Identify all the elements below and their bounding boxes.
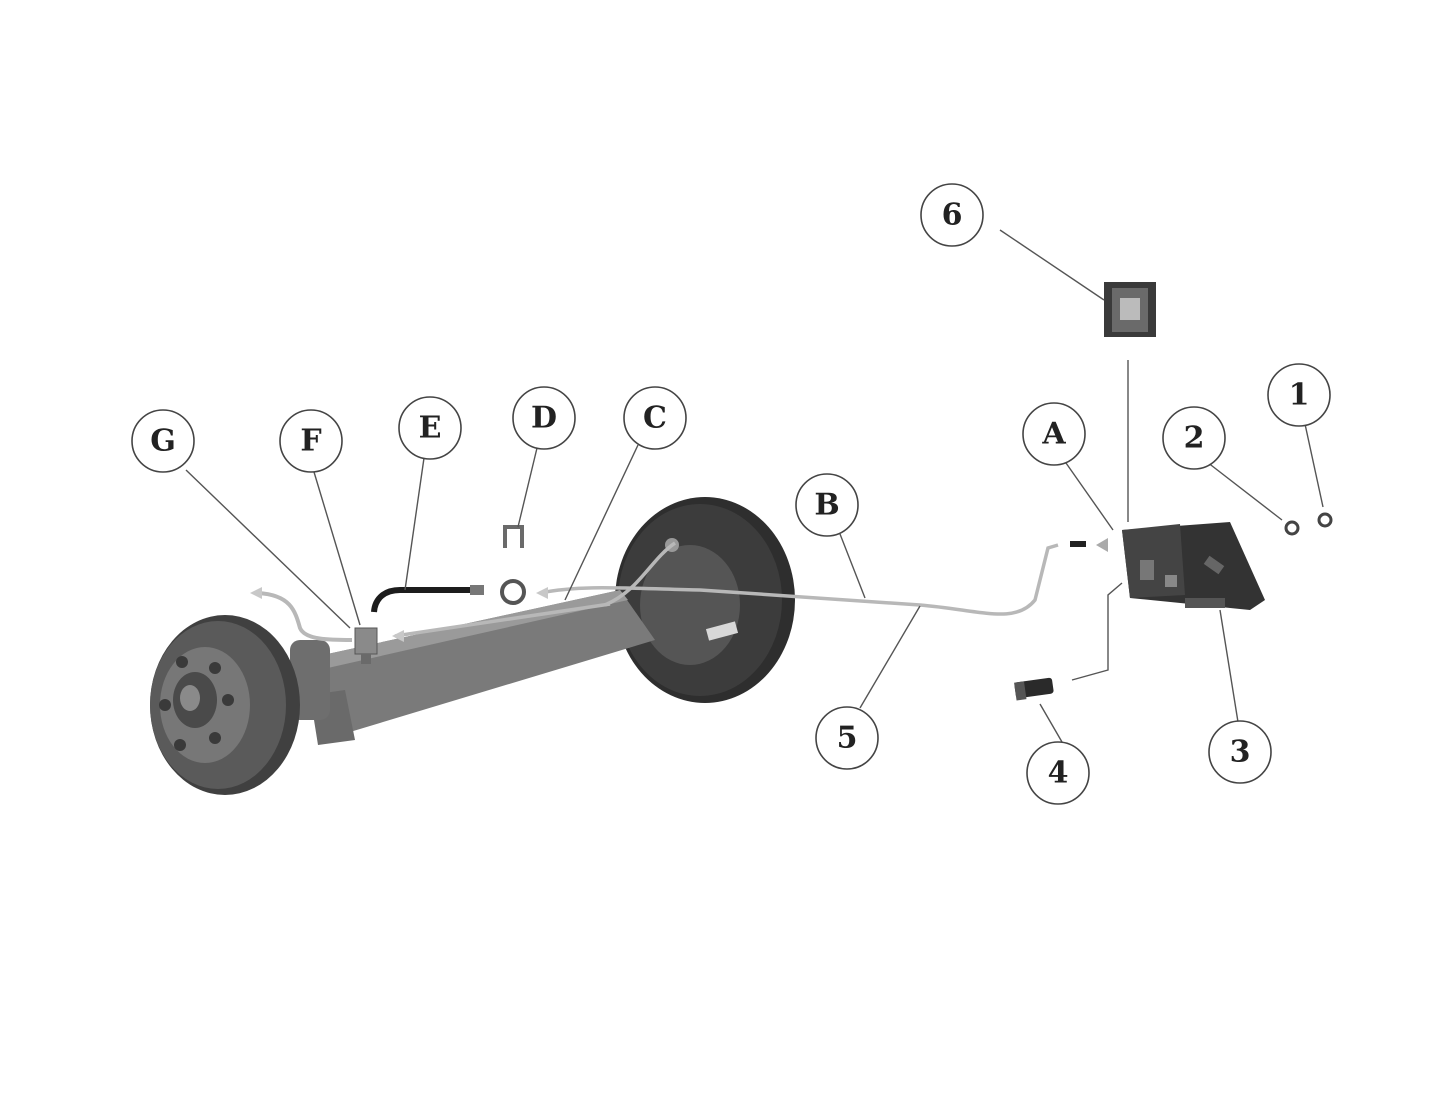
brake-hose-e — [371, 587, 475, 613]
callout-c-label: C — [643, 401, 667, 436]
callout-a-label: A — [1041, 417, 1066, 452]
callout-1: 1 — [1267, 363, 1331, 427]
washer-1 — [1317, 512, 1333, 528]
brake-line-axle — [394, 602, 611, 638]
callout-5: 5 — [815, 706, 879, 770]
brake-line-main-b — [539, 543, 1059, 616]
brake-line-c — [604, 541, 676, 607]
tee-fitting-f — [354, 627, 378, 664]
brake-line-g — [257, 591, 353, 642]
callout-5-label: 5 — [837, 721, 858, 756]
clip-d — [500, 525, 526, 605]
callout-g-label: G — [150, 424, 176, 459]
callout-4-label: 4 — [1048, 756, 1069, 791]
callout-f-label: F — [300, 424, 321, 459]
leader-lines — [185, 229, 1324, 743]
brake-pad-6 — [1104, 282, 1156, 337]
callout-2-label: 2 — [1184, 421, 1205, 456]
callout-4: 4 — [1026, 741, 1090, 805]
callout-2: 2 — [1162, 406, 1226, 470]
callout-e-label: E — [419, 411, 442, 446]
axle-assembly — [150, 497, 795, 795]
callout-b-label: B — [814, 488, 839, 523]
callout-f: F — [279, 409, 343, 473]
brake-lines — [250, 525, 1059, 664]
right-brake-drum — [615, 497, 795, 703]
callout-b: B — [795, 473, 859, 537]
callout-d: D — [512, 386, 576, 450]
callout-a: A — [1022, 402, 1086, 466]
callout-c: C — [623, 386, 687, 450]
callout-6: 6 — [920, 183, 984, 247]
callout-3: 3 — [1208, 720, 1272, 784]
callout-1-label: 1 — [1289, 378, 1310, 413]
callout-g: G — [131, 409, 195, 473]
washer-2 — [1284, 520, 1300, 536]
callout-3-label: 3 — [1230, 735, 1251, 770]
bolt-4 — [1014, 677, 1054, 701]
callout-e: E — [398, 396, 462, 460]
caliper-body-3 — [1122, 522, 1265, 610]
left-hub-drum — [150, 615, 300, 795]
fitting-a — [1070, 538, 1108, 552]
callout-d-label: D — [531, 401, 557, 436]
callout-6-label: 6 — [942, 198, 963, 233]
axle-beam — [290, 590, 655, 745]
caliper-assembly — [1014, 282, 1333, 701]
